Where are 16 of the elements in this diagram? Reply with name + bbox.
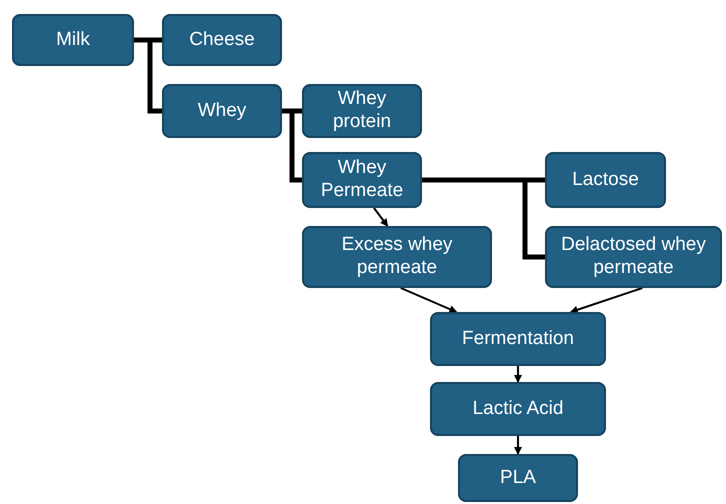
process-box: Cheese — [162, 14, 282, 66]
arrow — [400, 287, 458, 313]
process-box: Delactosed whey permeate — [545, 226, 722, 288]
process-box: PLA — [458, 454, 578, 502]
process-box: Lactose — [545, 152, 666, 208]
arrow — [514, 366, 522, 383]
arrow — [570, 287, 643, 314]
process-box: Excess whey permeate — [302, 226, 492, 288]
arrow — [514, 436, 522, 455]
process-box: Lactic Acid — [430, 382, 606, 436]
process-box: Whey — [162, 84, 282, 138]
process-box: Milk — [12, 14, 134, 66]
arrow — [373, 207, 388, 227]
process-box: Whey Permeate — [302, 152, 422, 208]
process-box: Whey protein — [302, 84, 422, 138]
process-box: Fermentation — [430, 312, 606, 366]
